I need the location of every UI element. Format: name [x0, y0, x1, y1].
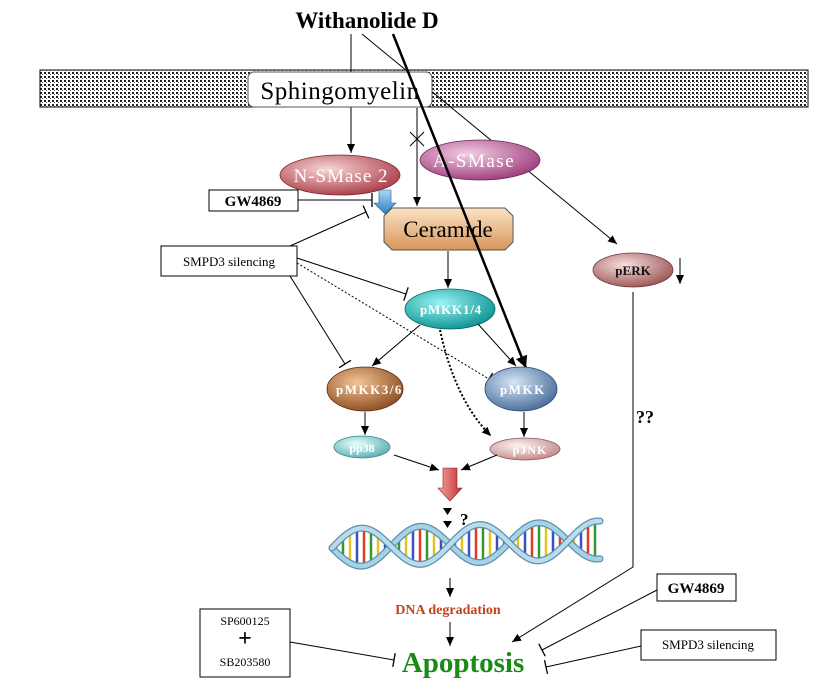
pmkk7-label: pMKK: [500, 382, 546, 397]
inhibition-bar: [403, 287, 409, 301]
inhibition-bar: [543, 660, 549, 674]
inhibit-smpd3-apoptosis: [545, 645, 642, 668]
inhibition-bar: [362, 205, 370, 219]
unknown-step-mark: ?: [460, 510, 469, 529]
gw4869-top-label: GW4869: [225, 194, 282, 210]
ceramide-label: Ceramide: [403, 217, 492, 242]
apoptosis-label: Apoptosis: [402, 647, 525, 679]
sp600125-label: SP600125: [220, 614, 269, 628]
gw4869-right-label: GW4869: [668, 581, 725, 597]
inhibition-bar: [338, 359, 352, 369]
pjnk-node: [489, 437, 561, 461]
arrow-pmkk14-to-pmkk36: [371, 324, 421, 367]
pp38-node: [333, 435, 391, 459]
diagram-title: Withanolide D: [295, 8, 438, 33]
arrow-pjnk-to-red: [460, 454, 498, 471]
perk-node: [592, 252, 674, 288]
small-arrowhead-icon: [443, 521, 452, 528]
inhibit-sp-sb-apoptosis: [289, 641, 395, 661]
plus-sign: +: [238, 626, 252, 652]
inhibit-smpd3-pmkk14: [296, 257, 407, 295]
dna-degradation-label: DNA degradation: [395, 603, 501, 618]
sphingomyelin-label: Sphingomyelin: [260, 78, 419, 105]
asmase-label: A-SMase: [433, 151, 515, 172]
inhibition-bar: [392, 652, 396, 668]
dna-strand: [329, 518, 603, 567]
pmkk36-node: [326, 366, 404, 412]
blue-down-arrow-icon: [373, 189, 397, 215]
smpd3-right-box: [640, 629, 777, 661]
inhibit-smpd3-pmkk36: [289, 275, 346, 365]
arrow-withanolide-to-pmkk7: [391, 33, 528, 369]
gw4869-right-box: [656, 573, 737, 602]
red-down-arrow-icon: [437, 467, 463, 502]
pmkk14-label: pMKK1/4: [420, 302, 482, 317]
pmkk14-node: [404, 288, 496, 330]
small-arrowhead-icon: [443, 508, 452, 515]
sphingomyelin-box: [247, 71, 433, 108]
ceramide-node: [383, 207, 514, 251]
asmase-node: [419, 139, 541, 181]
smpd3-right-label: SMPD3 silencing: [662, 637, 755, 652]
arrow-pp38-to-red: [393, 454, 440, 471]
inhibit-smpd3-pmkk7-dotted: [296, 262, 490, 380]
nsmase2-node: [279, 154, 401, 196]
smpd3-left-label: SMPD3 silencing: [183, 254, 276, 269]
arrow-withanolide-to-perk: [361, 33, 618, 245]
blocked-x-icon: [409, 131, 425, 147]
pp38-label: pp38: [349, 441, 374, 455]
dna-strand: [329, 520, 603, 569]
inhibit-gw4869-apoptosis: [541, 589, 658, 651]
pmkk7-node: [484, 366, 558, 412]
sb203580-label: SB203580: [220, 655, 271, 669]
sp600125-sb203580-box: [199, 608, 291, 678]
arrow-pmkk14-to-pmkk7: [477, 323, 517, 367]
pmkk36-label: pMKK3/6: [336, 382, 403, 397]
dna-helix-icon: [328, 517, 604, 570]
pjnk-label: pJNK: [513, 443, 548, 457]
arrow-perk-to-apoptosis: [511, 292, 634, 643]
nsmase2-label: N-SMase 2: [293, 166, 388, 187]
inhibit-smpd3-nsmase: [289, 211, 367, 247]
smpd3-left-box: [160, 245, 298, 277]
inhibition-bar: [538, 643, 546, 657]
unknown-perk-link-mark: ??: [636, 407, 654, 427]
arrow-pmkk14-to-pjnk-dotted: [439, 329, 492, 437]
perk-label: pERK: [615, 263, 651, 278]
